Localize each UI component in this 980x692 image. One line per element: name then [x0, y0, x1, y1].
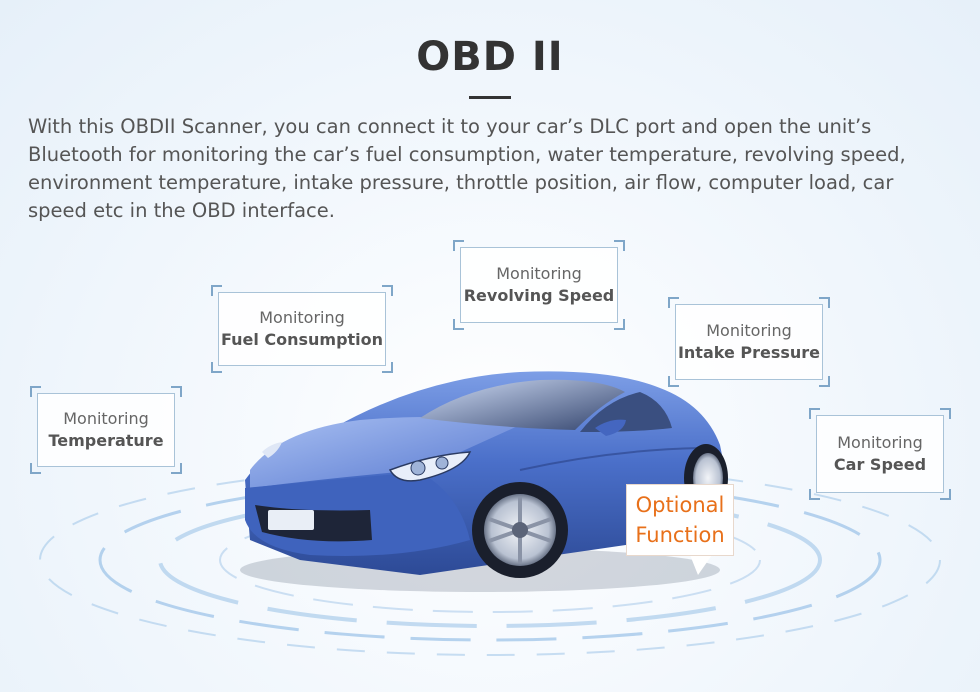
optional-function-badge: Optional Function [626, 484, 734, 556]
callout-tail [690, 555, 712, 575]
feature-name: Revolving Speed [463, 286, 615, 305]
feature-name: Car Speed [833, 455, 927, 474]
feature-label: Monitoring [259, 308, 345, 327]
feature-label: Monitoring [706, 321, 792, 340]
badge-line-1: Optional [635, 493, 725, 517]
feature-box-revolving-speed: Monitoring Revolving Speed [453, 240, 625, 330]
feature-label: Monitoring [837, 433, 923, 452]
feature-box-fuel-consumption: Monitoring Fuel Consumption [211, 285, 393, 373]
description-text: With this OBDII Scanner, you can connect… [28, 115, 906, 222]
feature-box-car-speed: Monitoring Car Speed [809, 408, 951, 500]
title-underline [469, 96, 511, 99]
feature-name: Temperature [48, 431, 164, 450]
feature-box-intake-pressure: Monitoring Intake Pressure [668, 297, 830, 387]
sports-car [245, 371, 728, 578]
feature-name: Fuel Consumption [220, 330, 384, 349]
feature-label: Monitoring [496, 264, 582, 283]
feature-label: Monitoring [63, 409, 149, 428]
page-title: OBD II [416, 34, 564, 80]
feature-name: Intake Pressure [677, 343, 821, 362]
feature-box-temperature: Monitoring Temperature [30, 386, 182, 474]
badge-line-2: Function [635, 523, 725, 547]
